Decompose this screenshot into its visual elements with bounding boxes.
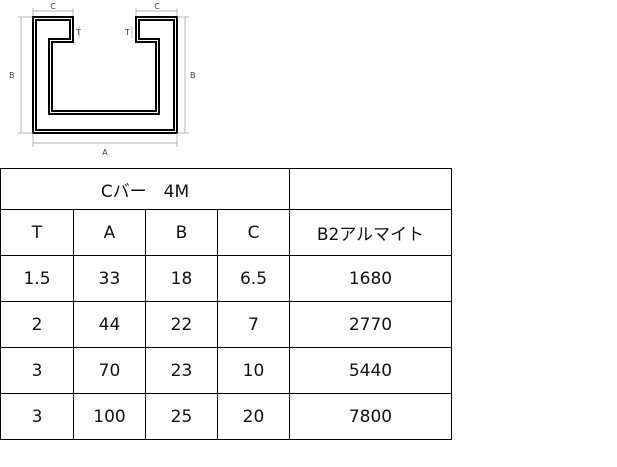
cell-price: 2770	[289, 301, 452, 348]
dim-t-left-label: T	[75, 28, 81, 37]
cell-a: 100	[73, 393, 146, 440]
cell-price: 7800	[289, 393, 452, 440]
cell-b: 22	[145, 301, 218, 348]
cell-a: 70	[73, 347, 146, 394]
cell-c: 6.5	[217, 255, 290, 302]
header-a: A	[73, 209, 146, 256]
cell-price: 5440	[289, 347, 452, 394]
header-c: C	[217, 209, 290, 256]
dim-c-right-label: C	[154, 2, 160, 11]
cell-price: 1680	[289, 255, 452, 302]
dim-b-right-label: B	[190, 71, 196, 80]
table-title: Cバー 4M	[0, 168, 290, 210]
title-row: Cバー 4M	[0, 168, 452, 210]
dim-c-left-label: C	[50, 2, 56, 11]
dim-b-left-label: B	[9, 71, 15, 80]
cell-c: 10	[217, 347, 290, 394]
header-t: T	[0, 209, 74, 256]
table-row: 3 100 25 20 7800	[0, 393, 452, 440]
c-channel-inner-outline	[35, 19, 175, 131]
cell-a: 33	[73, 255, 146, 302]
c-bar-spec-table: Cバー 4M T A B C B2アルマイト 1.5 33 18 6.5 168…	[0, 168, 452, 440]
table-row: 2 44 22 7 2770	[0, 301, 452, 348]
header-b2-alumite: B2アルマイト	[289, 209, 452, 256]
cell-b: 18	[145, 255, 218, 302]
cell-c: 7	[217, 301, 290, 348]
cell-b: 23	[145, 347, 218, 394]
cell-t: 2	[0, 301, 74, 348]
dim-t-right-label: T	[124, 28, 130, 37]
table-row: 1.5 33 18 6.5 1680	[0, 255, 452, 302]
table-row: 3 70 23 10 5440	[0, 347, 452, 394]
cell-a: 44	[73, 301, 146, 348]
cell-b: 25	[145, 393, 218, 440]
cell-t: 3	[0, 393, 74, 440]
cell-c: 20	[217, 393, 290, 440]
header-b: B	[145, 209, 218, 256]
dim-a-label: A	[102, 148, 108, 157]
c-channel-profile-diagram: C C T T B B A	[9, 2, 196, 157]
title-empty-cell	[289, 168, 452, 210]
cell-t: 3	[0, 347, 74, 394]
c-channel-outer-outline	[32, 16, 178, 134]
header-row: T A B C B2アルマイト	[0, 209, 452, 256]
cell-t: 1.5	[0, 255, 74, 302]
